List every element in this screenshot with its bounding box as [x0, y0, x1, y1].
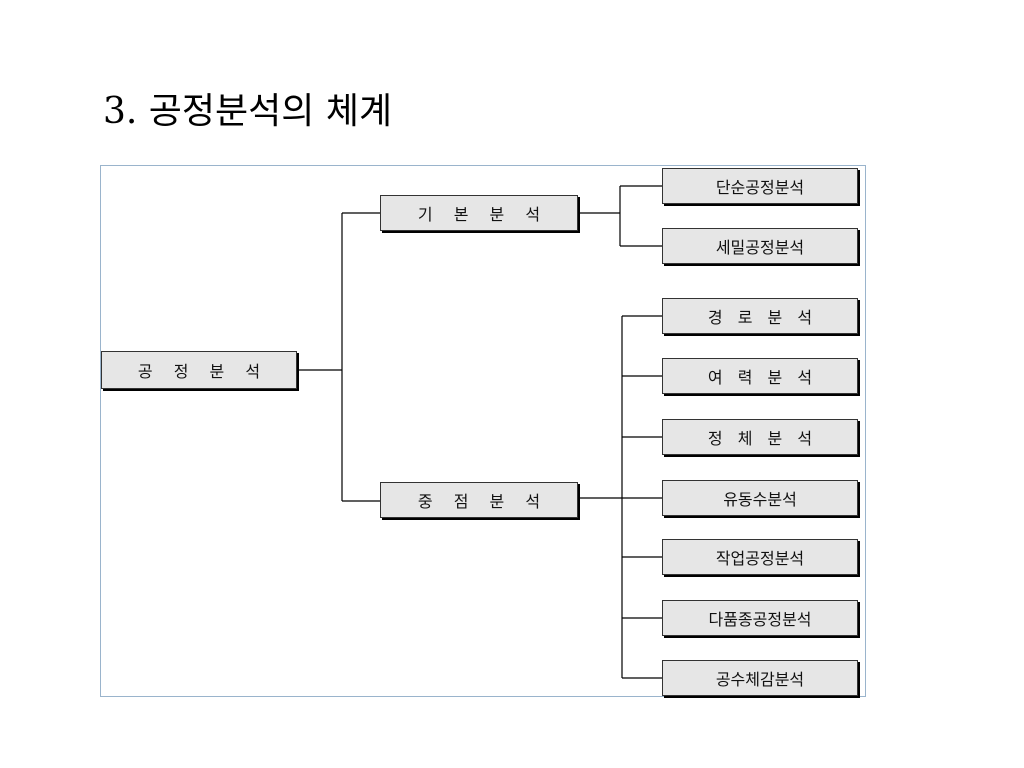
- leaf-node: 경 로 분 석: [662, 298, 858, 334]
- leaf-node: 공수체감분석: [662, 660, 858, 696]
- slide-title: 3. 공정분석의 체계: [103, 91, 393, 132]
- leaf-node: 작업공정분석: [662, 539, 858, 575]
- leaf-node: 세밀공정분석: [662, 228, 858, 264]
- root-node: 공 정 분 석: [101, 351, 297, 389]
- branch-node-basic: 기 본 분 석: [380, 195, 578, 231]
- leaf-node: 여 력 분 석: [662, 358, 858, 394]
- leaf-node: 유동수분석: [662, 480, 858, 516]
- leaf-node: 다품종공정분석: [662, 600, 858, 636]
- leaf-node: 단순공정분석: [662, 168, 858, 204]
- diagram-frame: [100, 165, 866, 697]
- branch-node-focus: 중 점 분 석: [380, 482, 578, 518]
- leaf-node: 정 체 분 석: [662, 419, 858, 455]
